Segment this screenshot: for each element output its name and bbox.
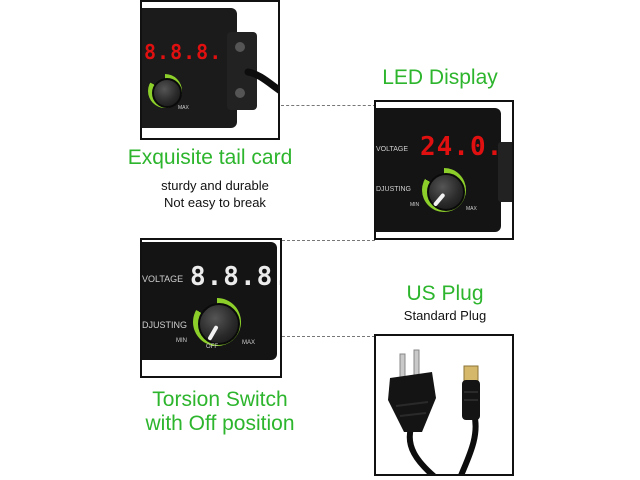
min-label: MIN [176,338,187,344]
tail-card-title: Exquisite tail card [127,146,293,169]
us-plug-title: US Plug [406,282,484,305]
off-label: OFF [206,344,218,350]
adjusting-label: DJUSTING [142,320,187,330]
tail-card-line-1: sturdy and durable [161,178,269,193]
min-label: MIN [410,202,420,208]
adjust-knob [427,173,465,211]
adjust-knob [198,303,240,345]
adjusting-label: DJUSTING [376,186,411,193]
torsion-switch-title-line-2: with Off position [145,412,295,435]
us-plug-subtitle: Standard Plug [403,308,487,323]
tail-card-photo: 8.8.8. MAX [140,0,280,140]
max-label: MAX [242,340,256,346]
connector-line [281,105,376,106]
plug-illustration [388,349,480,474]
voltage-label: VOLTAGE [142,274,184,284]
led-readout: 24.0. [420,132,504,162]
tail-card-line-2: Not easy to break [164,195,266,210]
torsion-switch-title-line-1: Torsion Switch [152,388,288,411]
max-label: MAX [466,206,477,212]
mount-hole [235,42,245,52]
us-plug-photo [374,334,514,476]
mount-hole [235,88,245,98]
connector-line [282,336,375,337]
side-bracket [498,142,512,202]
connector-line [282,240,375,241]
torsion-switch-photo: VOLTAGE 8.8.8. DJUSTING MIN OFF MAX [140,238,282,378]
adapter-body [142,8,237,128]
led-readout: 8.8.8. [190,262,282,292]
led-display-title: LED Display [382,66,498,89]
power-cable [244,68,278,94]
led-readout: 8.8.8. [144,40,223,64]
led-display-photo: VOLTAGE 24.0. DJUSTING MIN MAX [374,100,514,240]
voltage-label: VOLTAGE [376,146,409,153]
max-label: MAX [178,105,189,111]
adjust-knob [152,78,182,108]
